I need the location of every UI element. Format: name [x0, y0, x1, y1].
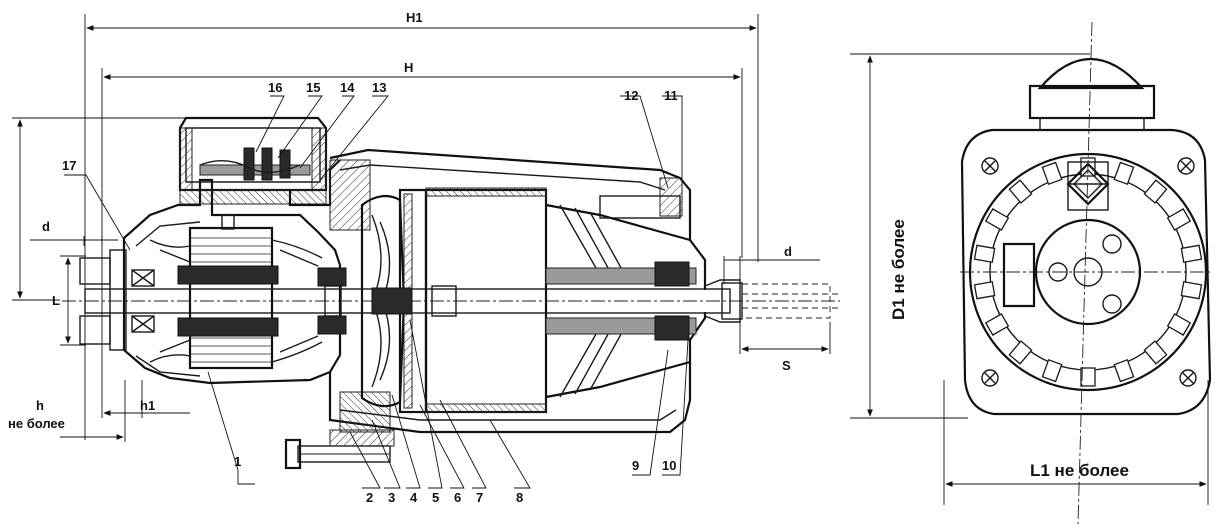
label-L: L: [52, 293, 60, 308]
callout-1: 1: [234, 454, 241, 469]
dimension-d-right: [723, 256, 820, 284]
dimension-H: [101, 68, 743, 418]
cooling-fin: [984, 208, 1010, 231]
cooling-fin: [984, 313, 1010, 336]
cooling-fin: [1041, 161, 1063, 186]
cooling-fin: [1008, 179, 1033, 204]
callout-5: 5: [432, 490, 439, 505]
label-D1: D1 не более: [889, 219, 908, 320]
front-end-view: D1 не более L1 не более: [850, 21, 1212, 525]
dimension-D1: D1 не более: [850, 53, 1090, 419]
inner-bearing: [317, 267, 347, 335]
cooling-fin: [973, 244, 996, 263]
centerlines: [960, 21, 1212, 525]
label-H1: H1: [406, 10, 423, 25]
cooling-fin: [1008, 340, 1033, 365]
callout-8: 8: [516, 490, 523, 505]
callout-14: 14: [340, 80, 355, 95]
left-bearing: [131, 269, 155, 333]
bolt-icon: [1179, 369, 1197, 387]
corner-bolts: [981, 157, 1197, 387]
bolt-icon: [1177, 157, 1195, 175]
callout-15: 15: [306, 80, 320, 95]
dimension-h1: [103, 380, 190, 418]
label-d-right: d: [784, 244, 792, 259]
dimension-H1: [84, 14, 759, 440]
impeller: [360, 188, 457, 414]
cooling-fin: [1180, 244, 1203, 263]
callout-11: 11: [664, 88, 678, 103]
casing-top: [329, 148, 707, 290]
cooling-fin: [1113, 161, 1135, 186]
shaft: [62, 288, 840, 314]
bolt-icon: [981, 369, 999, 387]
right-shaft-end: [704, 279, 838, 323]
dimension-d-left: [30, 236, 118, 246]
dimension-h: [60, 380, 126, 442]
callout-leaders: [64, 95, 689, 489]
callout-7: 7: [476, 490, 483, 505]
base-bolt: [284, 429, 395, 470]
cooling-fin: [1143, 340, 1168, 365]
cooling-fin: [973, 281, 996, 300]
callout-9: 9: [632, 458, 639, 473]
dimension-S: [739, 322, 831, 354]
callout-13: 13: [372, 80, 386, 95]
terminal-cap: [1028, 57, 1156, 131]
callout-3: 3: [388, 490, 395, 505]
cooling-fin: [1041, 358, 1063, 383]
callout-2: 2: [366, 490, 373, 505]
dimension-left-vertical: [12, 117, 200, 301]
callout-12: 12: [624, 88, 638, 103]
callout-10: 10: [662, 458, 676, 473]
label-h-note: не более: [8, 416, 65, 431]
dimension-L: [60, 255, 86, 346]
left-shaft-end: [79, 249, 127, 351]
cooling-fin: [1143, 179, 1168, 204]
cooling-fin: [1166, 313, 1192, 336]
label-h: h: [36, 398, 44, 413]
cooling-fin: [1113, 358, 1135, 383]
terminal-box: [178, 116, 341, 207]
diffuser: [545, 195, 697, 399]
cooling-fins: [973, 157, 1203, 387]
callout-4: 4: [410, 490, 418, 505]
callout-labels: 17 16 15 14 13 12 11 1 2 3 4 5 6 7 8 9 1…: [62, 80, 678, 505]
casing-bottom: [328, 312, 707, 434]
inner-cylinder: [424, 187, 548, 414]
callout-17: 17: [62, 158, 76, 173]
label-d-left: d: [42, 219, 50, 234]
cooling-fin: [1080, 367, 1096, 387]
right-bearing: [654, 177, 690, 341]
left-end-housing: [122, 178, 342, 385]
label-S: S: [782, 358, 791, 373]
label-h1: h1: [140, 398, 155, 413]
dimension-L1: L1 не более: [943, 380, 1209, 505]
side-section-view: 17 16 15 14 13 12 11 1 2 3 4 5 6 7 8 9 1…: [8, 10, 840, 505]
callout-16: 16: [268, 80, 282, 95]
cooling-fin: [1180, 281, 1203, 300]
stator-winding: [149, 214, 323, 370]
label-H: H: [404, 60, 413, 75]
cooling-fin: [1166, 208, 1192, 231]
callout-6: 6: [454, 490, 461, 505]
bolt-icon: [981, 157, 999, 175]
dimension-labels: H1 H d L h не более h1 d S: [8, 10, 792, 431]
